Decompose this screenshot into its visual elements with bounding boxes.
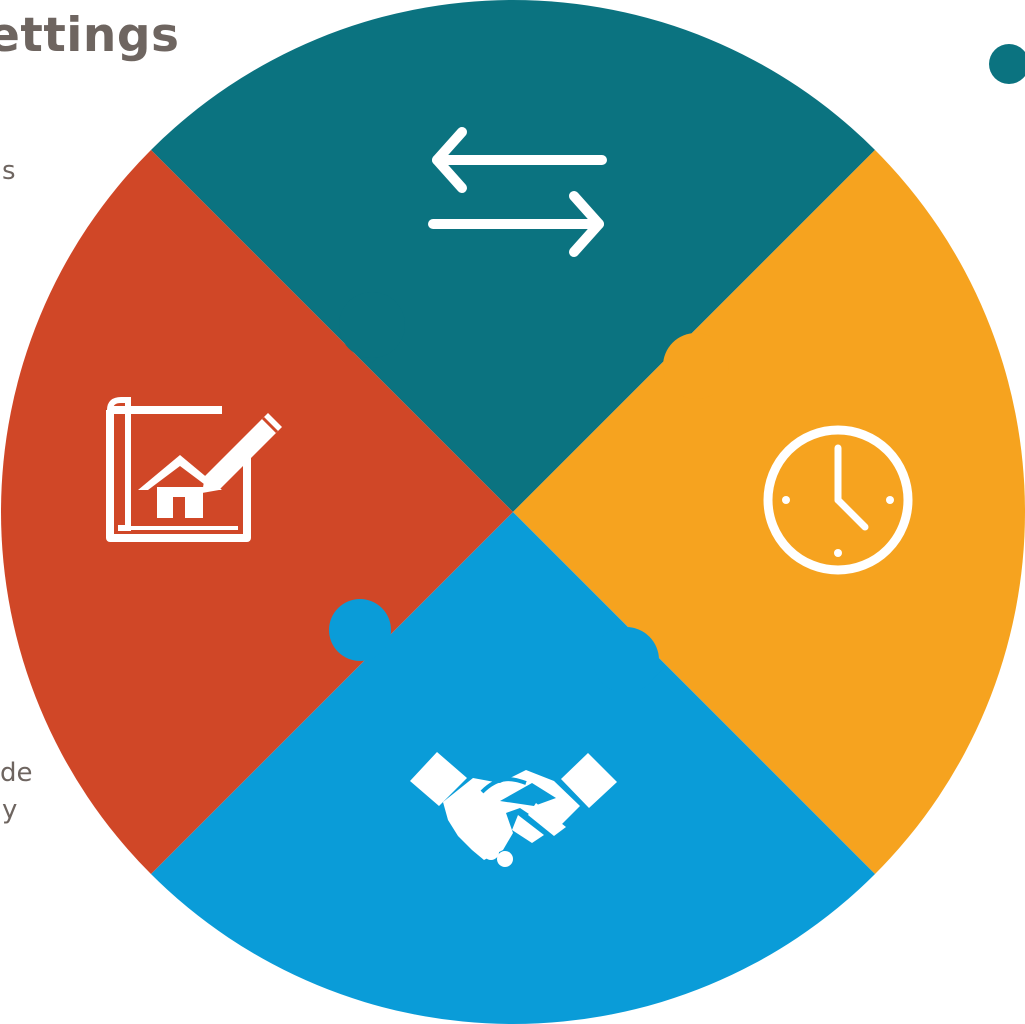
clock-icon: [763, 425, 913, 575]
exchange-arrows-icon: [428, 127, 607, 257]
side-text-fragment-top: s: [2, 156, 16, 186]
bullet-dot: [989, 44, 1025, 84]
handshake-icon: [410, 752, 617, 867]
puzzle-tab-bottom-into-left: [329, 599, 391, 661]
puzzle-piece-right: [513, 0, 1025, 1024]
puzzle-piece-bottom: [1, 512, 1025, 1024]
puzzle-tab-bottom-into-right: [593, 627, 666, 693]
page-title: ettings: [0, 8, 180, 63]
puzzle-piece-left: [1, 0, 513, 1024]
puzzle-tab-right-into-top: [654, 333, 729, 399]
house-blueprint-icon: [106, 397, 282, 542]
side-text-fragment-bottom-2: y: [2, 795, 18, 825]
puzzle-piece-top: [1, 0, 1025, 512]
side-text-fragment-bottom-1: de: [0, 758, 33, 788]
puzzle-tab-top-into-left: [339, 292, 405, 364]
